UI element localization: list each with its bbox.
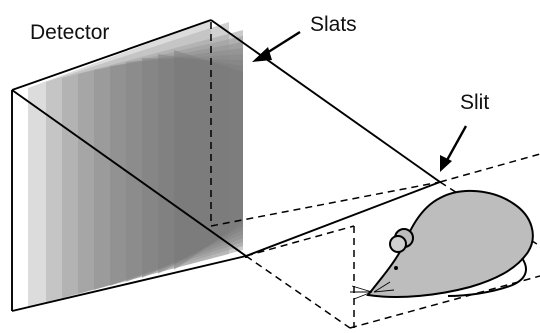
mouse-illustration [350,189,534,300]
hidden-edges [210,22,540,329]
slats-arrow [252,30,301,62]
mouse-ear [389,235,407,253]
mouse-whiskers [350,281,395,300]
slat-stack [28,20,243,308]
mouse-eye [394,266,398,270]
slat [142,58,243,278]
slat [174,50,243,270]
mouse-tail [447,257,527,297]
slit-label: Slit [460,91,489,114]
slit-arrow [440,125,468,172]
detector-label: Detector [30,21,109,44]
slat [110,48,243,286]
slat [158,54,243,274]
slats-label: Slats [310,13,357,36]
